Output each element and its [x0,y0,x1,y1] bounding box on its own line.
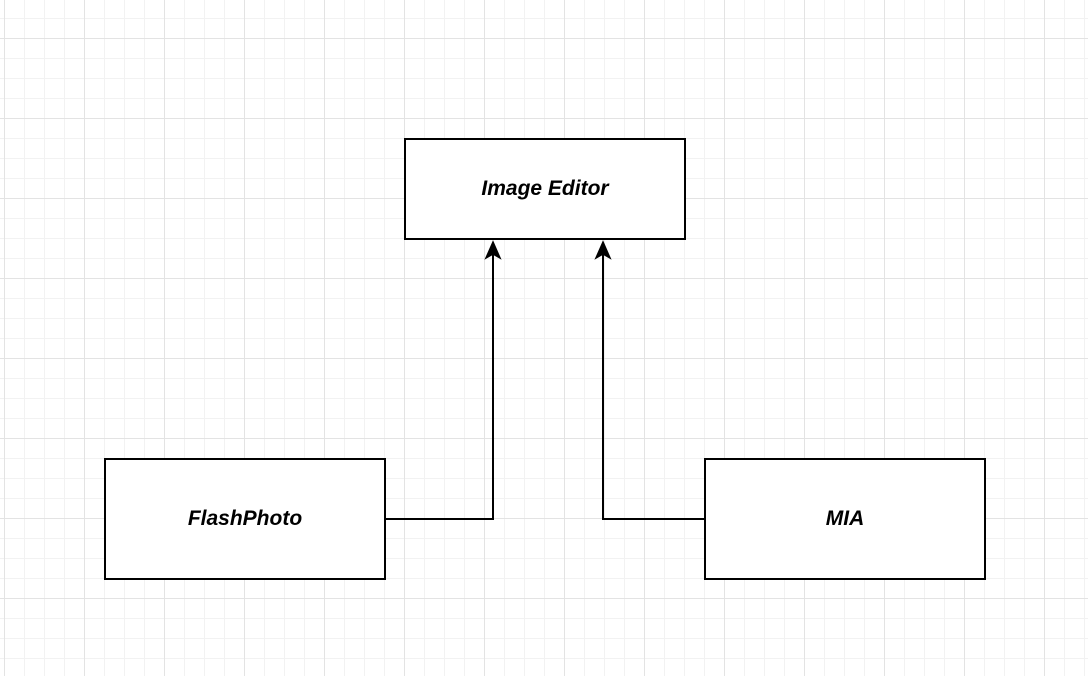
connector-line[interactable] [386,252,494,520]
edge-mia-to-image-editor[interactable] [594,240,704,520]
node-image-editor[interactable]: Image Editor [404,138,686,240]
edge-flashphoto-to-image-editor[interactable] [386,240,502,520]
node-label: FlashPhoto [187,507,303,530]
connector-line[interactable] [602,252,704,520]
node-label: Image Editor [481,177,609,200]
node-label: MIA [825,507,865,530]
node-flashphoto[interactable]: FlashPhoto [104,458,386,580]
node-mia[interactable]: MIA [704,458,986,580]
